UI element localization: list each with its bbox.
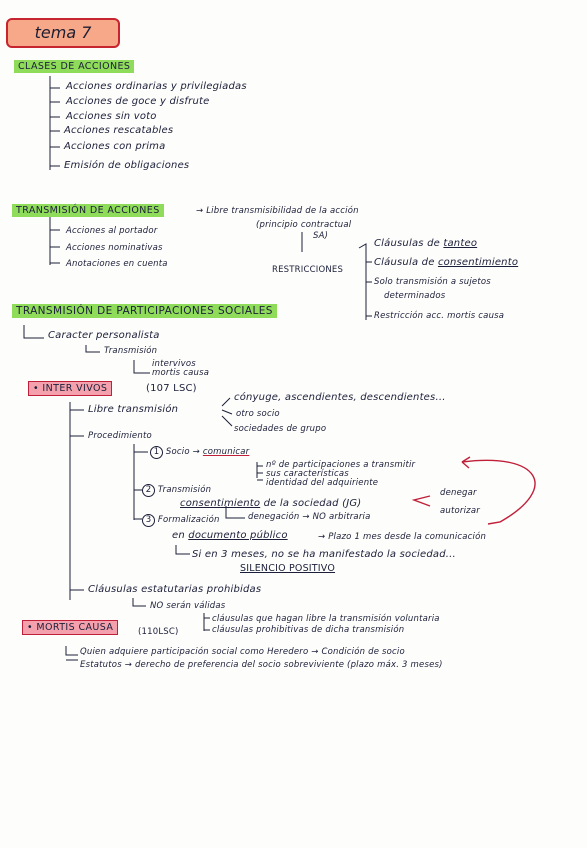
restriccion-tanteo: Cláusulas de tanteo bbox=[374, 238, 478, 249]
mortis-label: mortis causa bbox=[152, 368, 210, 378]
libre-transmision: Libre transmisión bbox=[88, 404, 179, 415]
procedimiento-label: Procedimiento bbox=[88, 431, 152, 441]
clausula-libre: cláusulas que hagan libre la transmisión… bbox=[212, 614, 440, 624]
quien-adquiere: Quien adquiere participación social como… bbox=[80, 647, 405, 657]
inter-vivos-heading: • INTER VIVOS bbox=[28, 381, 113, 396]
no-validas: NO serán válidas bbox=[150, 601, 226, 611]
numero-participaciones: nº de participaciones a transmitir bbox=[266, 460, 416, 470]
restricciones-label: RESTRICCIONES bbox=[272, 265, 344, 275]
list-item: Acciones nominativas bbox=[66, 243, 163, 253]
section-heading-clases: CLASES DE ACCIONES bbox=[14, 60, 135, 73]
mortis-causa-heading: • MORTIS CAUSA bbox=[22, 620, 119, 635]
libre-transmisibilidad: → Libre transmisibilidad de la acción bbox=[196, 206, 359, 216]
silencio-positivo: SILENCIO POSITIVO bbox=[240, 563, 336, 574]
autorizar-text: autorizar bbox=[440, 506, 480, 516]
paso-1: 1 Socio → comunicar bbox=[150, 446, 249, 459]
list-item: Acciones ordinarias y privilegiadas bbox=[66, 81, 247, 92]
transmision-label: Transmisión bbox=[104, 346, 158, 356]
page-title: tema 7 bbox=[34, 23, 92, 42]
documento-publico: en documento público bbox=[172, 530, 288, 541]
caracter-personalista: Caracter personalista bbox=[48, 330, 160, 341]
paso-2: 2 Transmisión bbox=[142, 484, 211, 497]
paso-3: 3 Formalización bbox=[142, 514, 220, 527]
restriccion-solo-2: determinados bbox=[384, 291, 446, 301]
si-tres-meses: Si en 3 meses, no se ha manifestado la s… bbox=[192, 549, 456, 560]
restriccion-consentimiento: Cláusula de consentimiento bbox=[374, 257, 519, 268]
denegacion-text: denegación → NO arbitraria bbox=[248, 512, 371, 522]
list-item: Acciones de goce y disfrute bbox=[66, 96, 210, 107]
inter-vivos-ref: (107 LSC) bbox=[146, 383, 197, 394]
denegar-text: denegar bbox=[440, 488, 477, 498]
list-item: Acciones rescatables bbox=[64, 125, 174, 136]
identidad-adquiriente: identidad del adquiriente bbox=[266, 478, 379, 488]
section-heading-participaciones: TRANSMISIÓN DE PARTICIPACIONES SOCIALES bbox=[12, 304, 277, 318]
list-item: Anotaciones en cuenta bbox=[66, 259, 168, 269]
list-item: Emisión de obligaciones bbox=[64, 160, 190, 171]
clausula-prohibitiva: cláusulas prohibitivas de dicha transmis… bbox=[212, 625, 405, 635]
section-heading-transmision-acciones: TRANSMISIÓN DE ACCIONES bbox=[12, 204, 164, 217]
title-box: tema 7 bbox=[6, 18, 120, 48]
plazo-text: → Plazo 1 mes desde la comunicación bbox=[318, 532, 487, 542]
estatutos-text: Estatutos → derecho de preferencia del s… bbox=[80, 660, 443, 670]
list-item: Acciones sin voto bbox=[66, 111, 157, 122]
sa-label: SA) bbox=[313, 231, 329, 241]
restriccion-mortis: Restricción acc. mortis causa bbox=[374, 311, 505, 321]
list-item: Acciones al portador bbox=[66, 226, 158, 236]
restriccion-solo: Solo transmisión a sujetos bbox=[374, 277, 491, 287]
consentimiento-sociedad: consentimiento de la sociedad (JG) bbox=[180, 498, 362, 509]
mortis-causa-ref: (110LSC) bbox=[138, 627, 179, 637]
clausulas-prohibidas: Cláusulas estatutarias prohibidas bbox=[88, 584, 262, 595]
sociedades-grupo: sociedades de grupo bbox=[234, 424, 327, 434]
list-item: Acciones con prima bbox=[64, 141, 166, 152]
caracteristicas: sus características bbox=[266, 469, 349, 479]
conyuge-text: cónyuge, ascendientes, descendientes... bbox=[234, 392, 446, 403]
principio-contractual: (principio contractual bbox=[256, 220, 352, 230]
otro-socio: otro socio bbox=[236, 409, 280, 419]
intervivos-label: intervivos bbox=[152, 359, 196, 369]
